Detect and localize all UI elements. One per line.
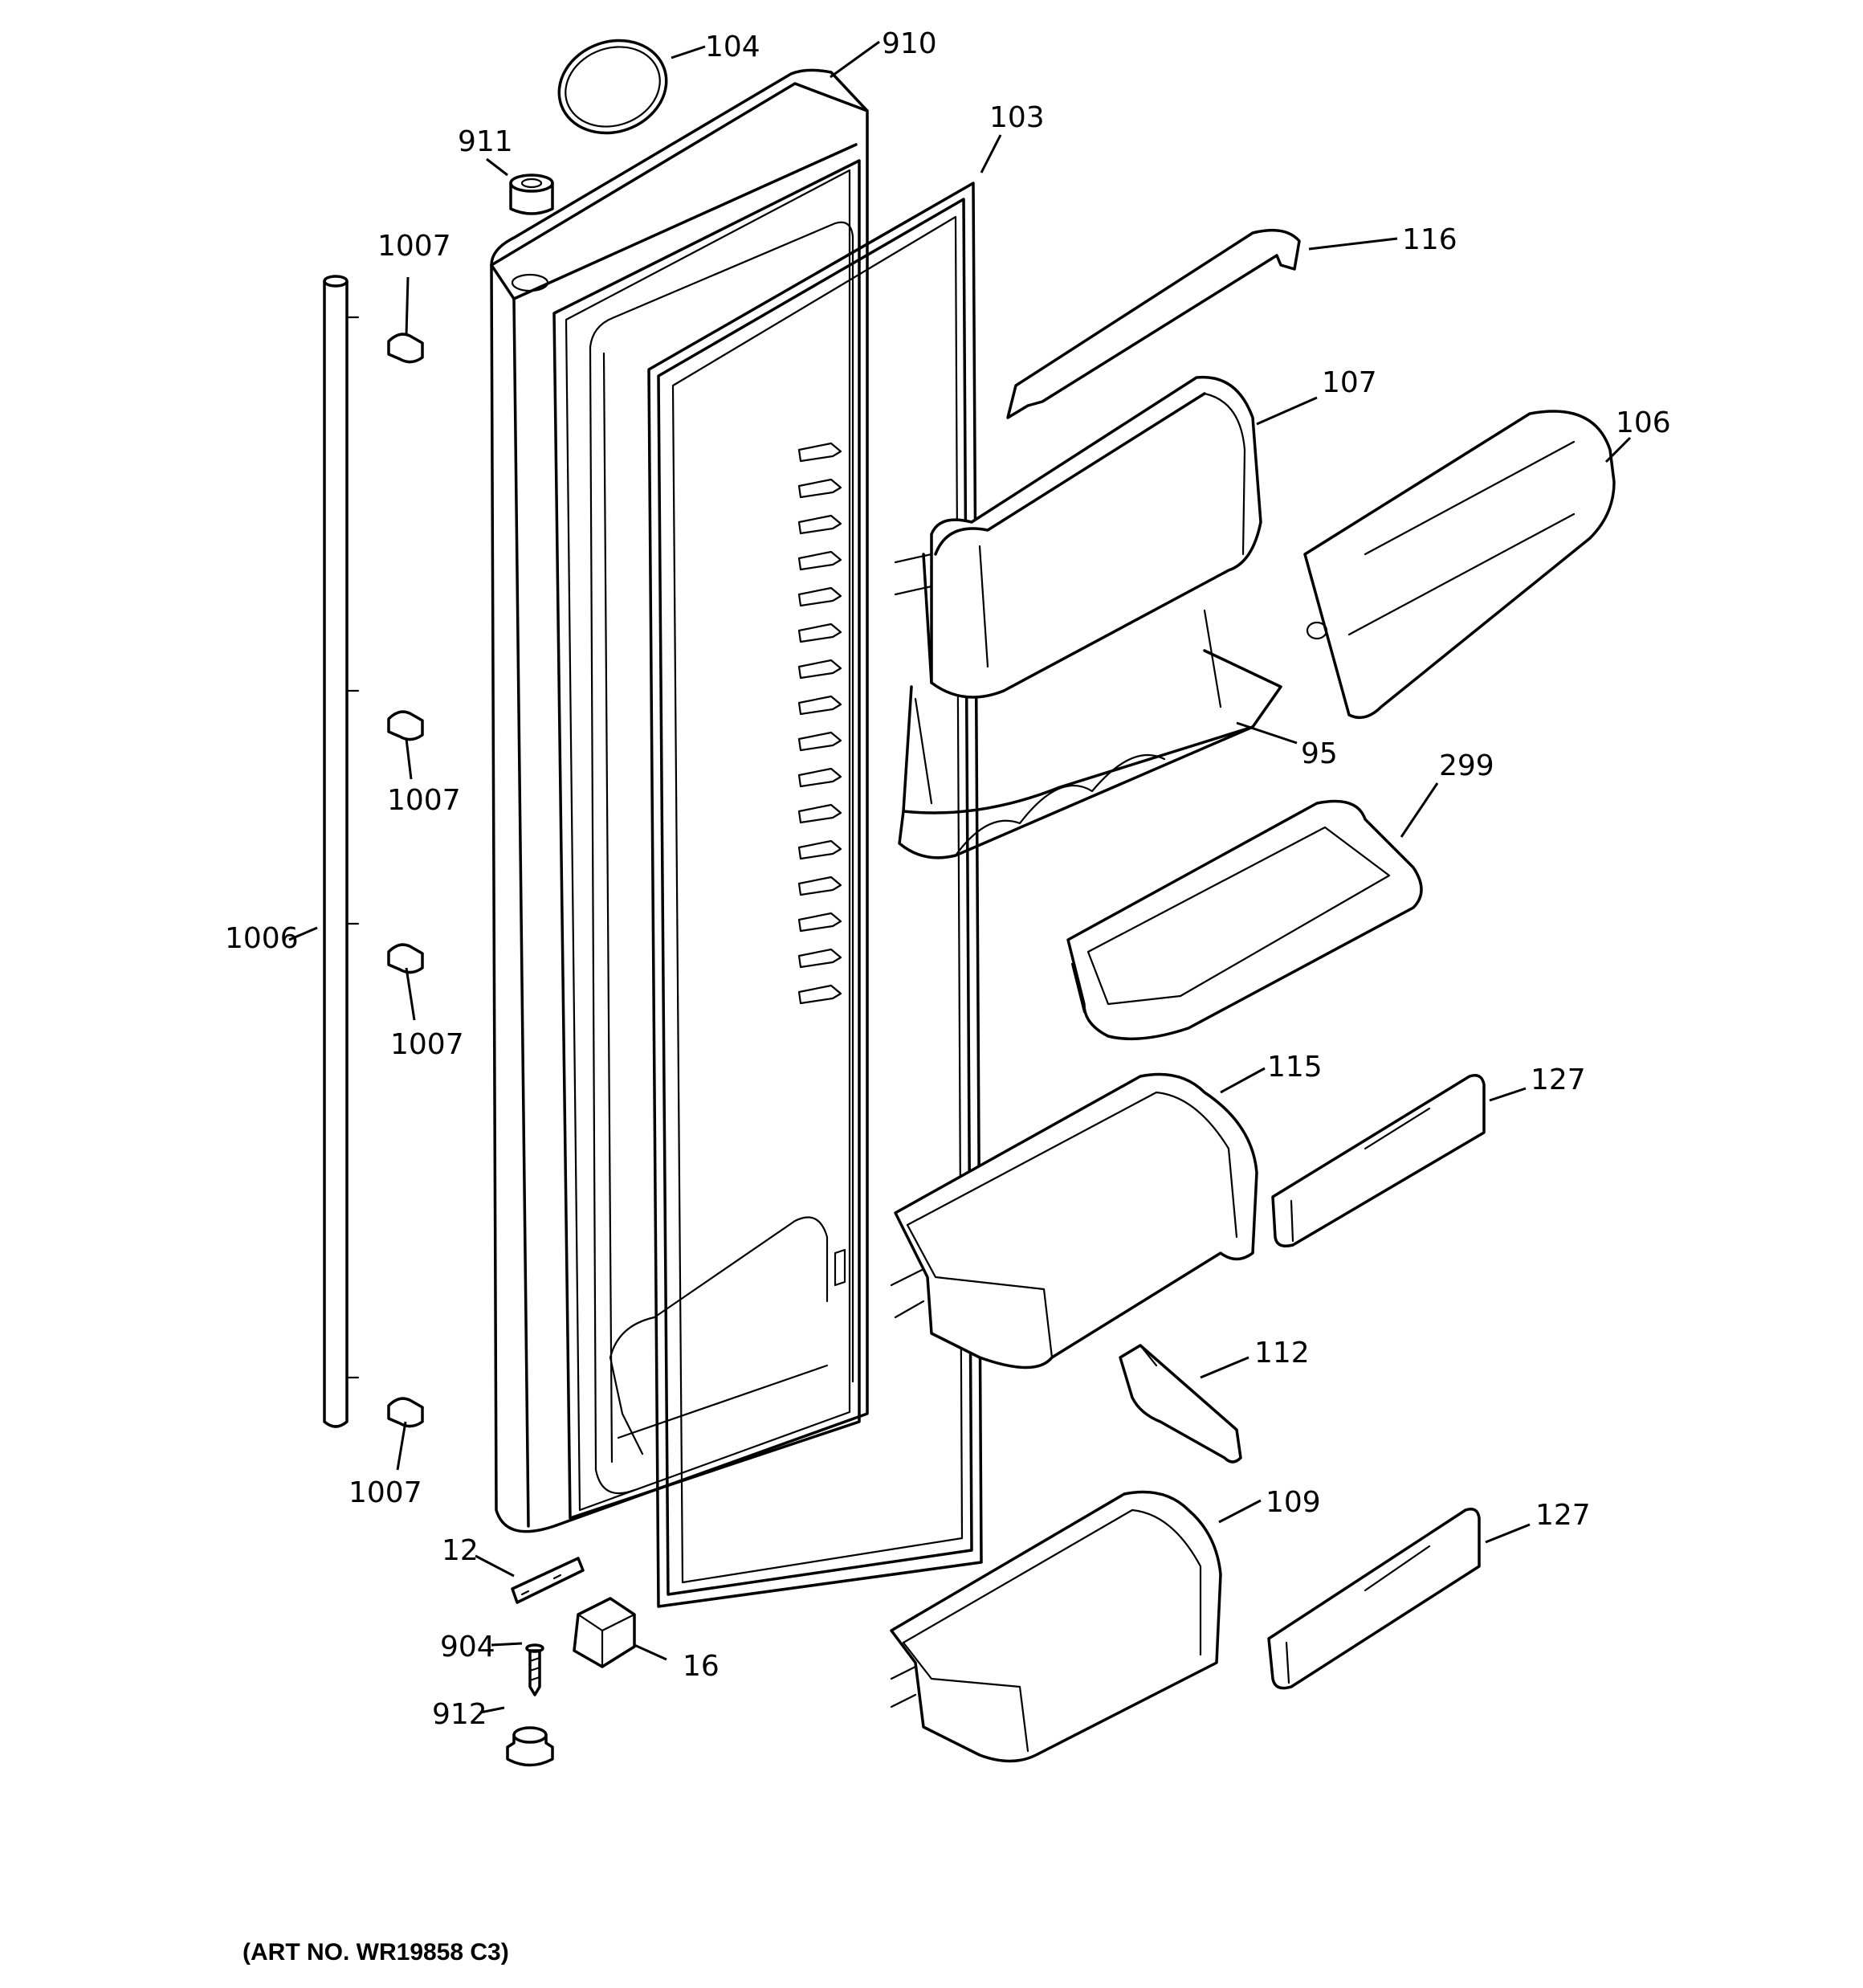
label-109: 109: [1266, 1486, 1321, 1519]
part-95-wire-rack: [898, 609, 1282, 859]
label-1007-d: 1007: [349, 1476, 422, 1509]
label-904: 904: [440, 1631, 495, 1663]
label-911: 911: [458, 125, 513, 158]
label-112: 112: [1254, 1337, 1310, 1370]
art-number: (ART NO. WR19858 C3): [243, 1939, 509, 1966]
label-1007-b: 1007: [387, 784, 461, 817]
part-912-bushing: [506, 1726, 554, 1767]
label-95: 95: [1301, 737, 1338, 770]
label-1006: 1006: [225, 922, 299, 955]
part-112-divider: [1119, 1344, 1242, 1463]
label-127-b: 127: [1535, 1499, 1591, 1532]
part-109-lower-bin: [890, 1490, 1222, 1763]
label-910: 910: [882, 27, 937, 60]
label-16: 16: [683, 1650, 720, 1683]
label-127-a: 127: [1531, 1063, 1586, 1096]
part-116-trim: [1006, 228, 1301, 419]
label-116: 116: [1402, 223, 1457, 256]
part-299-shelf-bin: [1066, 799, 1423, 1041]
part-107-dairy-bin: [894, 375, 1262, 699]
label-299: 299: [1439, 749, 1494, 782]
label-103: 103: [989, 101, 1045, 134]
part-1006-handle-rod: [323, 275, 360, 1428]
label-12: 12: [442, 1534, 479, 1567]
label-104: 104: [705, 31, 760, 63]
part-106-bin-cover: [1303, 410, 1616, 720]
part-127-bin-cover-upper: [1271, 1074, 1486, 1247]
part-12-hinge-bracket: [511, 1557, 585, 1604]
part-104-ring: [557, 39, 668, 135]
part-16-hinge: [573, 1597, 636, 1668]
label-1007-c: 1007: [390, 1028, 464, 1061]
callout-labels: 104 910 911 103 1007 116 107 106 95 1007…: [225, 27, 1671, 1731]
part-103-gasket: [647, 182, 983, 1608]
part-911-bushing: [509, 173, 554, 215]
label-115: 115: [1267, 1051, 1323, 1084]
label-107: 107: [1322, 366, 1377, 399]
label-106: 106: [1616, 406, 1671, 439]
part-1007-clips: [387, 333, 424, 1428]
part-904-screw: [525, 1643, 544, 1696]
shelf-clips: [797, 442, 842, 1005]
label-1007-a: 1007: [377, 230, 451, 263]
label-912: 912: [432, 1698, 487, 1731]
part-910-door-shell: [490, 68, 869, 1533]
part-115-door-bin: [890, 1072, 1258, 1370]
part-127-bin-cover-lower: [1267, 1508, 1481, 1690]
leader-lines: [288, 40, 1632, 1714]
